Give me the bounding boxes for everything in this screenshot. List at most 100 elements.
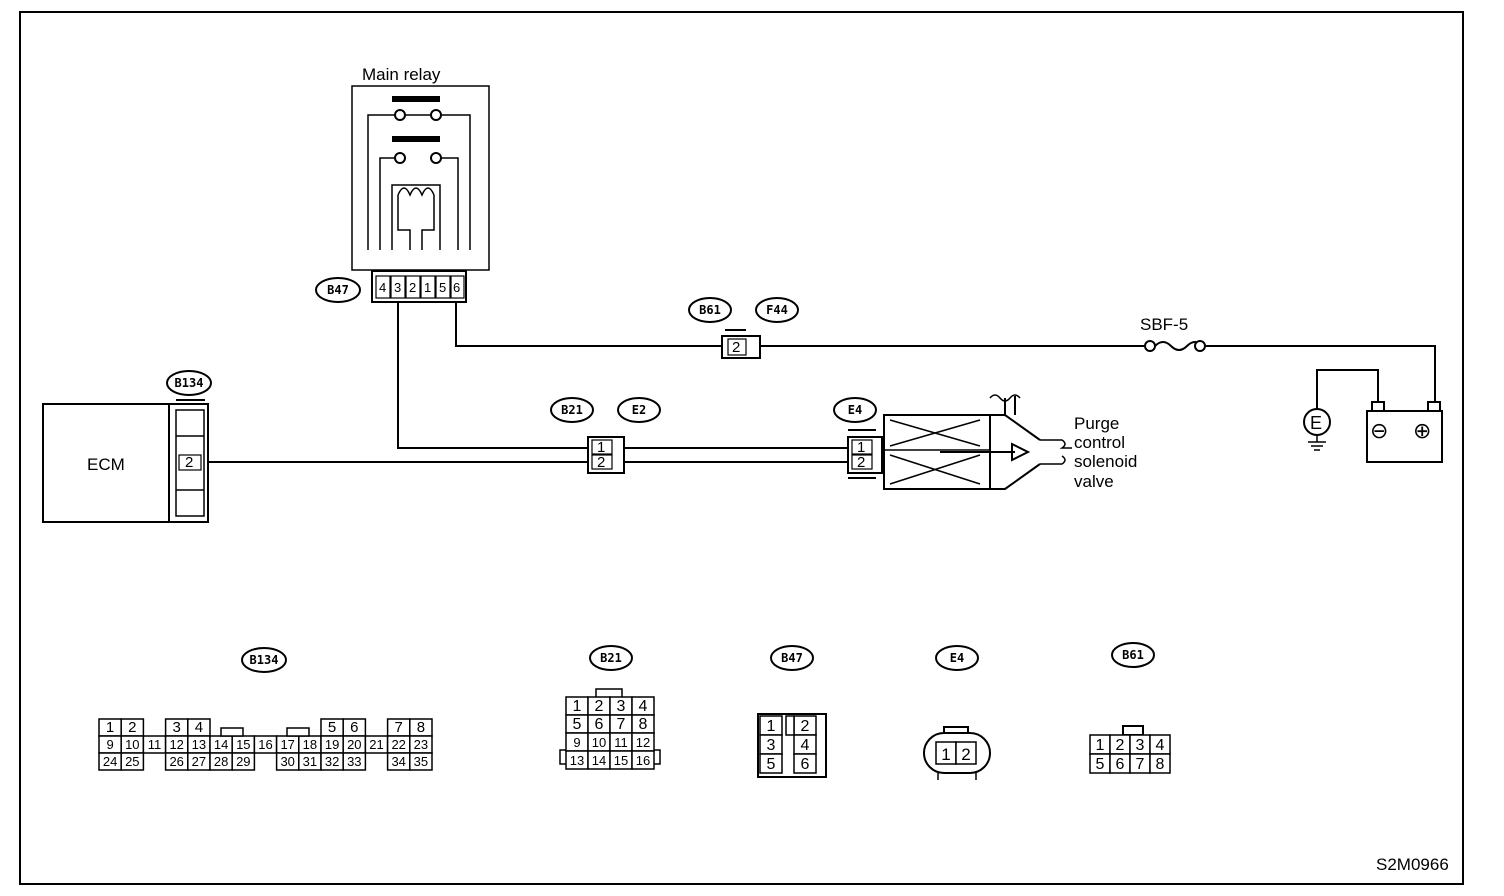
connector-key — [785, 715, 795, 736]
pin-number: 27 — [192, 754, 206, 769]
relay-pin-2: 2 — [409, 280, 416, 295]
pin-number: 19 — [325, 737, 339, 752]
pin-number: 3 — [617, 698, 626, 715]
pin-number: 12 — [169, 737, 183, 752]
pin-number: 8 — [1156, 756, 1165, 773]
relay-pin-3: 3 — [394, 280, 401, 295]
relay-pin-5: 5 — [439, 280, 446, 295]
pin-number: 9 — [573, 735, 580, 750]
pin-number: 11 — [148, 737, 162, 752]
pin-number: 23 — [414, 737, 428, 752]
pin-number: 9 — [106, 737, 113, 752]
pin-number: 3 — [1136, 737, 1145, 754]
pin-number: 7 — [617, 716, 626, 733]
diagram-frame — [19, 11, 1464, 885]
pin-number: 15 — [614, 753, 628, 768]
pin-number: 14 — [214, 737, 228, 752]
connector-b61-f44: 2 — [721, 329, 761, 359]
pin-cell — [759, 753, 783, 774]
pin-number: 6 — [801, 756, 810, 773]
tag-f44: F44 — [755, 297, 799, 323]
pin-number: 1 — [941, 745, 950, 764]
pin-cell — [342, 752, 367, 771]
pin-number: 2 — [595, 698, 604, 715]
pin-number: 15 — [236, 737, 250, 752]
tag-e2: E2 — [617, 397, 661, 423]
pin-number: 7 — [1136, 756, 1145, 773]
pin-number: 13 — [192, 737, 206, 752]
pin-cell — [231, 752, 256, 771]
tag-b61: B61 — [688, 297, 732, 323]
pin-number: 32 — [325, 754, 339, 769]
svg-text:control: control — [1074, 433, 1125, 452]
tag-b21: B21 — [550, 397, 594, 423]
pin-number: 20 — [347, 737, 361, 752]
pin-number: 22 — [391, 737, 405, 752]
pin-number: 4 — [801, 737, 810, 754]
pin-number: 1 — [573, 698, 582, 715]
pin-cell — [1149, 753, 1171, 774]
svg-text:Purge: Purge — [1074, 414, 1119, 433]
pin-number: 34 — [391, 754, 405, 769]
pin-number: 10 — [125, 737, 139, 752]
connector-outline — [757, 713, 827, 778]
svg-text:E: E — [1310, 413, 1322, 433]
svg-text:B61: B61 — [1122, 648, 1144, 662]
wire-relay-to-fuse — [455, 302, 722, 347]
ecm-label: ECM — [87, 455, 125, 474]
svg-text:solenoid: solenoid — [1074, 452, 1137, 471]
pin-cell — [120, 752, 145, 771]
pin-number: 4 — [195, 719, 203, 736]
pin-number: 21 — [369, 737, 383, 752]
pin-number: 24 — [103, 754, 117, 769]
svg-text:1: 1 — [857, 439, 865, 456]
pin-number: 2 — [128, 719, 136, 736]
diagram-code: S2M0966 — [1376, 855, 1449, 874]
pin-number: 5 — [573, 716, 582, 733]
pin-number: 5 — [767, 756, 776, 773]
wire-ground — [1316, 369, 1379, 410]
pin-number: 25 — [125, 754, 139, 769]
tag-b134: B134 — [166, 370, 212, 396]
main-relay: Main relay 4 3 2 1 — [351, 65, 490, 303]
pin-number: 12 — [636, 735, 650, 750]
pin-number: 8 — [639, 716, 648, 733]
pin-number: 18 — [303, 737, 317, 752]
tag-e4: E4 — [833, 397, 877, 423]
svg-text:B134: B134 — [175, 376, 204, 390]
relay-pins: 4 3 2 1 5 6 — [375, 275, 465, 299]
pin-number: 4 — [1156, 737, 1165, 754]
relay-pin-1: 1 — [424, 280, 431, 295]
svg-text:B134: B134 — [250, 653, 279, 667]
wire-relay-to-b21 — [397, 302, 588, 449]
pin-number: 10 — [592, 735, 606, 750]
ecm-unit: ECM 2 — [42, 399, 209, 523]
pin-number: 11 — [614, 735, 628, 750]
svg-text:1: 1 — [597, 439, 605, 456]
relay-pin-4: 4 — [379, 280, 386, 295]
tag-b47: B47 — [315, 277, 361, 303]
pin-number: 30 — [280, 754, 294, 769]
pin-number: 14 — [592, 753, 606, 768]
pin-cell — [793, 753, 817, 774]
pin-number: 3 — [767, 737, 776, 754]
svg-text:B21: B21 — [561, 403, 583, 417]
pin-number: 16 — [258, 737, 272, 752]
pin-number: 16 — [636, 753, 650, 768]
svg-text:B47: B47 — [327, 283, 349, 297]
fuse-sbf5: SBF-5 — [1140, 315, 1206, 352]
svg-text:2: 2 — [732, 339, 740, 356]
pin-number: 2 — [1116, 737, 1125, 754]
pin-number: 5 — [1096, 756, 1105, 773]
svg-text:B21: B21 — [600, 651, 622, 665]
pin-number: 5 — [328, 719, 336, 736]
svg-text:valve: valve — [1074, 472, 1114, 491]
fuse-label: SBF-5 — [1140, 315, 1188, 334]
pin-number: 4 — [639, 698, 648, 715]
pin-number: 6 — [595, 716, 604, 733]
svg-text:2: 2 — [597, 454, 605, 471]
svg-text:B61: B61 — [699, 303, 721, 317]
